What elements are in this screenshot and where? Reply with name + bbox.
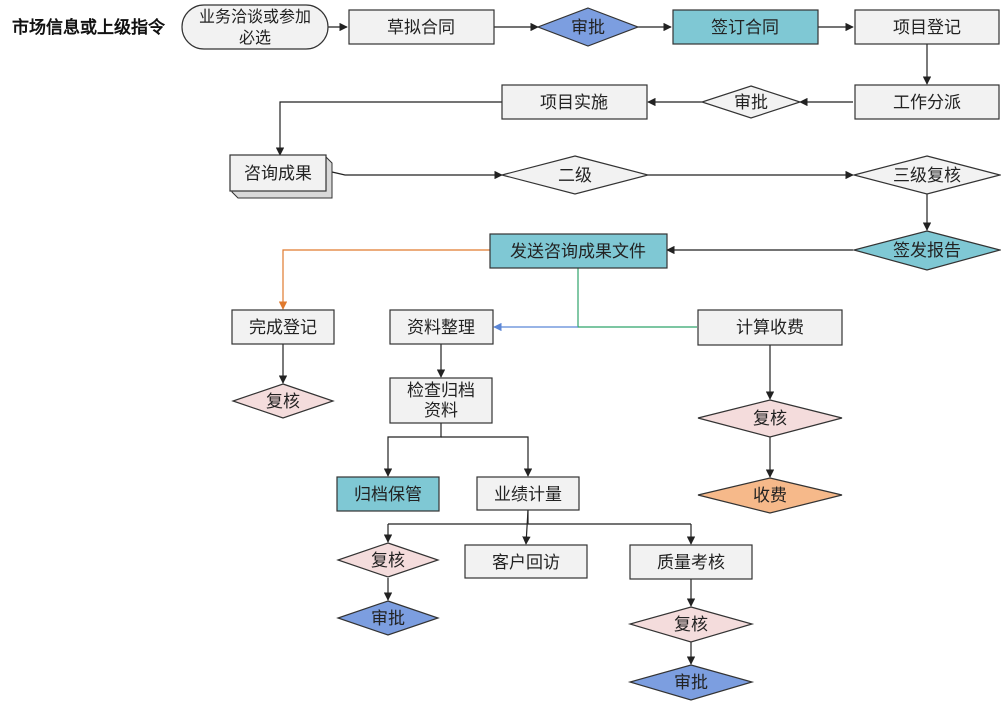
review-d-label: 复核 (753, 409, 787, 429)
node-approve-b: 审批 (336, 600, 440, 636)
market-info-label: 市场信息或上级指令 (12, 17, 166, 38)
node-biz-negotiation: 业务洽谈或参加 必选 (181, 4, 329, 50)
node-check-archive: 检查归档 资料 (389, 377, 493, 424)
node-sign-contract: 签订合同 (672, 9, 819, 45)
collect-fee-label: 收费 (753, 486, 787, 506)
approve-c-label: 审批 (674, 673, 708, 693)
calc-fee-label: 计算收费 (736, 318, 804, 338)
node-client-visit: 客户回访 (464, 544, 588, 579)
work-assign-label: 工作分派 (893, 93, 961, 113)
project-register-label: 项目登记 (893, 18, 961, 38)
quality-check-label: 质量考核 (657, 553, 725, 573)
node-quality-check: 质量考核 (629, 544, 753, 580)
node-approve-c: 审批 (627, 664, 755, 701)
complete-register-label: 完成登记 (249, 318, 317, 338)
edge-check-to-archive (383, 423, 442, 477)
check-archive-line2: 资料 (424, 401, 458, 421)
node-project-implement: 项目实施 (501, 84, 648, 120)
review-b-label: 复核 (371, 551, 405, 571)
issue-report-label: 签发报告 (893, 241, 961, 261)
client-visit-label: 客户回访 (492, 553, 560, 573)
performance-label: 业绩计量 (494, 485, 562, 505)
approve-b-label: 审批 (371, 609, 405, 629)
project-implement-label: 项目实施 (540, 93, 608, 113)
biz-line2: 必选 (239, 28, 271, 47)
consult-result-label: 咨询成果 (244, 164, 312, 184)
level3-review-label: 三级复核 (893, 166, 961, 186)
sign-contract-label: 签订合同 (711, 18, 779, 38)
approve1-label: 审批 (571, 18, 605, 38)
node-performance: 业绩计量 (476, 476, 580, 511)
node-send-result: 发送咨询成果文件 (489, 233, 668, 269)
node-complete-register: 完成登记 (231, 309, 335, 345)
level2-label: 二级 (558, 166, 592, 186)
node-review-c: 复核 (627, 606, 755, 643)
node-level3-review: 三级复核 (851, 155, 1001, 195)
edge-implement-to-consult (275, 101, 502, 156)
node-approve1: 审批 (536, 7, 640, 47)
node-consult-result: 咨询成果 (229, 154, 333, 199)
check-archive-line1: 检查归档 (407, 381, 475, 401)
node-material-organize: 资料整理 (389, 309, 494, 345)
node-work-assign: 工作分派 (854, 84, 1000, 120)
node-project-register: 项目登记 (854, 9, 1000, 45)
archive-keep-label: 归档保管 (354, 485, 422, 505)
review-c-label: 复核 (674, 615, 708, 635)
node-review-b: 复核 (336, 542, 440, 578)
edge-send-to-complete (278, 249, 490, 310)
approve2-label: 审批 (734, 93, 768, 113)
node-review-a: 复核 (231, 383, 335, 419)
node-calc-fee: 计算收费 (697, 309, 843, 346)
node-issue-report: 签发报告 (851, 230, 1001, 271)
edge-split-to-client (522, 509, 531, 545)
node-draft-contract: 草拟合同 (348, 9, 495, 45)
draft-contract-label: 草拟合同 (387, 18, 455, 38)
node-review-d: 复核 (697, 399, 843, 438)
edge-consult-to-level2 (331, 170, 503, 180)
material-organize-label: 资料整理 (407, 318, 475, 338)
edge-send-to-fee (577, 268, 697, 328)
review-a-label: 复核 (266, 392, 300, 412)
send-result-label: 发送咨询成果文件 (510, 242, 646, 262)
node-collect-fee: 收费 (697, 477, 843, 514)
node-level2: 二级 (499, 155, 651, 195)
node-approve2: 审批 (700, 85, 802, 119)
biz-line1: 业务洽谈或参加 (199, 7, 311, 26)
edge-check-to-performance (441, 436, 533, 477)
connectors (275, 22, 932, 665)
node-archive-keep: 归档保管 (336, 476, 440, 512)
